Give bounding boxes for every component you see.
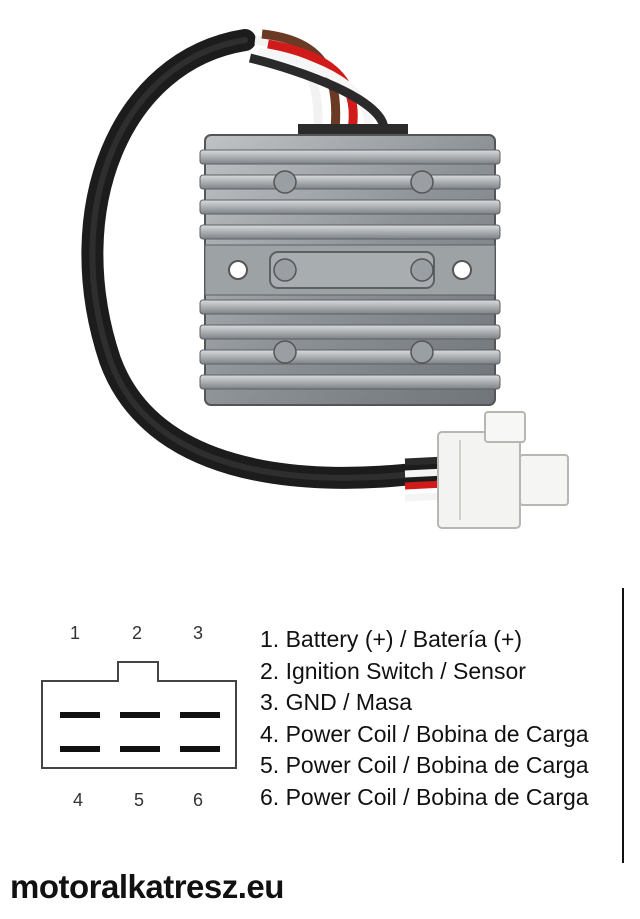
- pin-number-3: 3: [193, 623, 204, 643]
- pin-description-4: 4. Power Coil / Bobina de Carga: [260, 720, 589, 747]
- pin-slot-4: [60, 746, 100, 752]
- pin-number-6: 6: [193, 790, 204, 810]
- connector-diagram: 1 2 3 4 5 6: [30, 612, 250, 817]
- pin-description-2: 2. Ignition Switch / Sensor: [260, 657, 526, 684]
- divider-line: [622, 588, 624, 863]
- pin-number-2: 2: [132, 623, 143, 643]
- connector-outline: [41, 661, 237, 769]
- watermark-text: motoralkatresz.eu: [10, 868, 284, 905]
- pin-slot-5: [120, 746, 160, 752]
- pin-slot-2: [120, 712, 160, 718]
- pin-description-list: 1. Battery (+) / Batería (+) 2. Ignition…: [260, 624, 626, 813]
- top-wires: [248, 29, 389, 131]
- regulator-photo: [81, 29, 569, 529]
- pin-description-1: 1. Battery (+) / Batería (+): [260, 626, 523, 652]
- pin-number-1: 1: [70, 623, 81, 643]
- pin-number-4: 4: [73, 790, 84, 810]
- pin-slot-1: [60, 712, 100, 718]
- connector-plug: [437, 411, 569, 529]
- pin-description-6: 6. Power Coil / Bobina de Carga: [260, 783, 589, 810]
- pin-slot-6: [180, 746, 220, 752]
- pin-description-5: 5. Power Coil / Bobina de Carga: [260, 752, 589, 778]
- pin-description-3: 3. GND / Masa: [260, 689, 413, 715]
- pin-number-5: 5: [134, 790, 145, 810]
- pin-slot-3: [180, 712, 220, 718]
